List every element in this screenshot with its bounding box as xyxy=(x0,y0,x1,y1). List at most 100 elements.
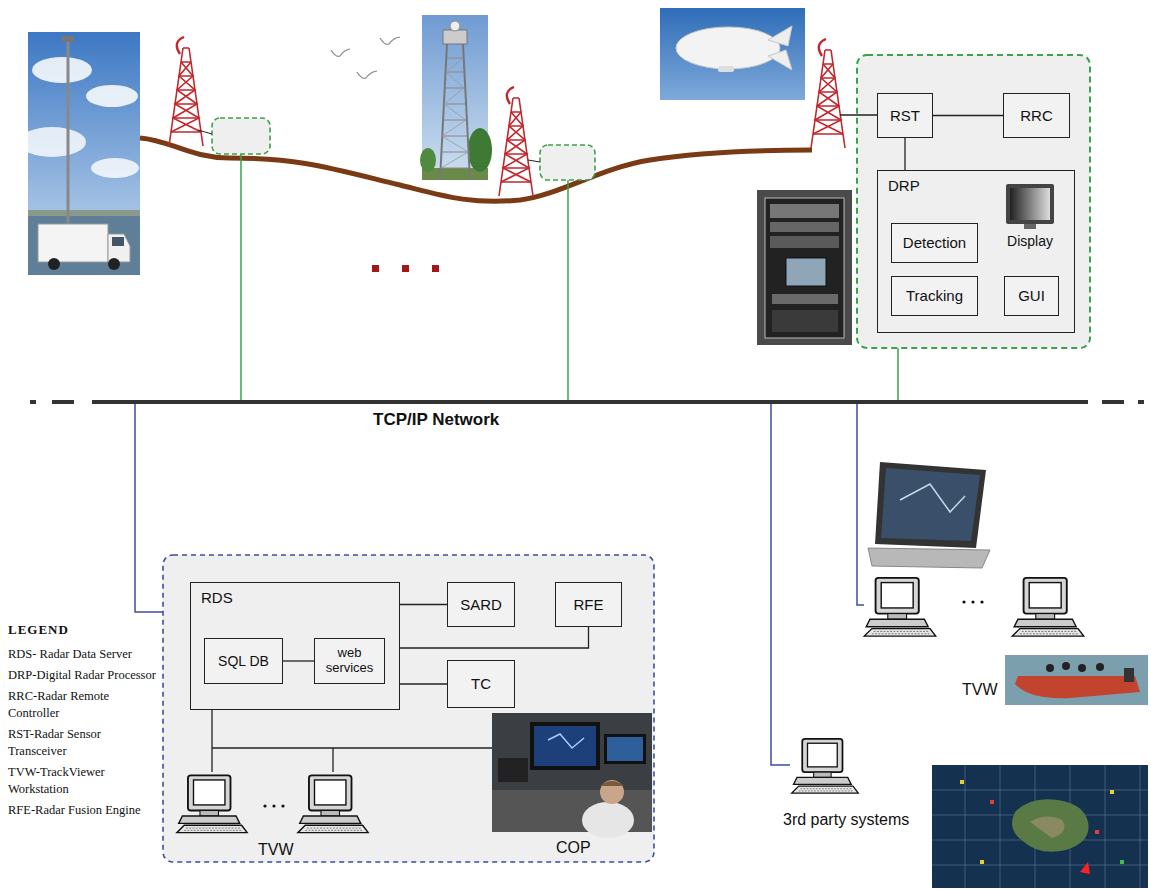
laptop-photo-part xyxy=(868,548,990,568)
cop-photo-part xyxy=(534,726,596,766)
boat-photo-part xyxy=(1124,668,1134,682)
radar-towers-part xyxy=(811,39,845,148)
tower-photo-part xyxy=(468,128,492,172)
cop-photo-part xyxy=(498,758,528,782)
mobile-radar-photo-part xyxy=(48,258,60,270)
network-bus-part xyxy=(92,400,1088,404)
cop-photo xyxy=(492,713,652,838)
display-monitor-icon-part xyxy=(1010,188,1050,220)
connector-line xyxy=(400,683,447,684)
birds xyxy=(331,37,400,78)
map-screenshot-part xyxy=(932,765,1148,888)
rack-photo-part xyxy=(757,190,852,345)
cop-photo-part xyxy=(600,780,624,804)
process-box: Detection xyxy=(891,223,978,263)
connector-line xyxy=(400,627,589,648)
process-box: GUI xyxy=(1004,276,1059,316)
server-region-part xyxy=(163,555,654,862)
laptop-photo-part xyxy=(881,468,980,541)
boat-photo-part xyxy=(1005,655,1148,705)
cop-photo-part xyxy=(582,802,634,838)
rack-photo-part xyxy=(770,204,839,218)
ellipsis-dots-part xyxy=(432,265,439,272)
legend-text: TVW-TrackViewer Workstation xyxy=(8,764,160,798)
cop-photo-part xyxy=(604,734,646,764)
map-screenshot-part xyxy=(1095,830,1099,834)
connector-line xyxy=(283,660,314,661)
network-bus xyxy=(30,400,1144,404)
mobile-radar-photo-part xyxy=(32,57,92,83)
legend-title: LEGEND xyxy=(8,622,69,638)
mobile-radar-photo-part xyxy=(67,40,70,226)
group-box: RDS SQL DB web services xyxy=(190,582,400,710)
radar-towers xyxy=(169,37,845,196)
birds-part xyxy=(357,71,377,78)
connector-line xyxy=(904,138,905,170)
rack-photo-part xyxy=(770,236,839,248)
workstation-icons-part xyxy=(177,775,247,832)
mobile-radar-photo-part xyxy=(91,158,139,178)
cop-photo-part xyxy=(530,722,600,770)
rack-photo-part xyxy=(786,258,826,286)
map-screenshot-part xyxy=(1110,790,1114,794)
map-screenshot xyxy=(932,765,1148,888)
box-heading: RDS xyxy=(201,589,233,606)
mobile-radar-photo-part xyxy=(62,36,74,42)
display-label: Display xyxy=(998,233,1062,250)
process-box: SARD xyxy=(447,582,515,627)
mobile-radar-photo xyxy=(18,32,140,275)
process-box: SQL DB xyxy=(204,638,283,684)
sensor-boxes-part xyxy=(198,130,212,134)
cop-label: COP xyxy=(556,838,591,857)
sensor-boxes-part xyxy=(528,160,540,162)
cop-photo-part xyxy=(607,737,643,761)
site-region-part xyxy=(840,114,877,115)
server-region-part xyxy=(212,710,492,772)
aerostat-photo-part xyxy=(768,26,792,46)
network-bus-part xyxy=(1138,400,1144,404)
network-bus-part xyxy=(1102,400,1124,404)
workstation-icons-part xyxy=(980,600,983,603)
process-box: Tracking xyxy=(891,276,978,316)
boat-photo-part xyxy=(1046,664,1054,672)
aerostat-photo-part xyxy=(768,50,792,70)
legend-text: DRP-Digital Radar Processor xyxy=(8,667,156,684)
map-screenshot-part xyxy=(990,800,994,804)
ellipsis-dots-part xyxy=(372,265,379,272)
workstation-icons-part xyxy=(298,775,368,832)
rack-photo xyxy=(757,190,852,345)
box-label: SARD xyxy=(460,596,502,613)
workstation-icons-part xyxy=(1012,578,1083,636)
group-box: DRP DetectionTracking GUI xyxy=(877,170,1075,333)
sensor-boxes-part xyxy=(540,145,595,180)
process-box: web services xyxy=(314,638,385,684)
workstation-icons-part xyxy=(962,600,965,603)
map-screenshot-part xyxy=(1012,799,1089,852)
mobile-radar-photo-part xyxy=(86,85,138,107)
mobile-radar-photo-part xyxy=(108,234,130,262)
display-monitor-icon xyxy=(1006,184,1054,229)
box-heading: DRP xyxy=(888,177,920,194)
connector-line xyxy=(400,604,447,605)
server-region xyxy=(163,555,654,862)
site-region-part xyxy=(857,55,1090,348)
process-box: RRC xyxy=(1003,93,1070,138)
tower-photo-part xyxy=(441,58,469,168)
aerostat-photo-part xyxy=(718,66,734,72)
box-label: GUI xyxy=(1018,287,1045,304)
boat-photo-part xyxy=(1062,662,1070,670)
boat-photo-part xyxy=(1015,676,1140,698)
workstation-icons-part xyxy=(971,600,974,603)
box-label: RRC xyxy=(1020,107,1053,124)
radar-towers-part xyxy=(499,87,533,196)
map-screenshot-part xyxy=(960,780,964,784)
map-screenshot-part xyxy=(1120,860,1124,864)
legend-entry: RDS- Radar Data Server xyxy=(8,646,160,663)
cop-photo-part xyxy=(600,781,624,786)
rack-photo-part xyxy=(772,310,838,332)
tower-photo-part xyxy=(450,21,460,31)
tower-photo-part xyxy=(420,148,436,172)
boat-photo-part xyxy=(1096,663,1104,671)
network-label: TCP/IP Network xyxy=(373,410,499,430)
